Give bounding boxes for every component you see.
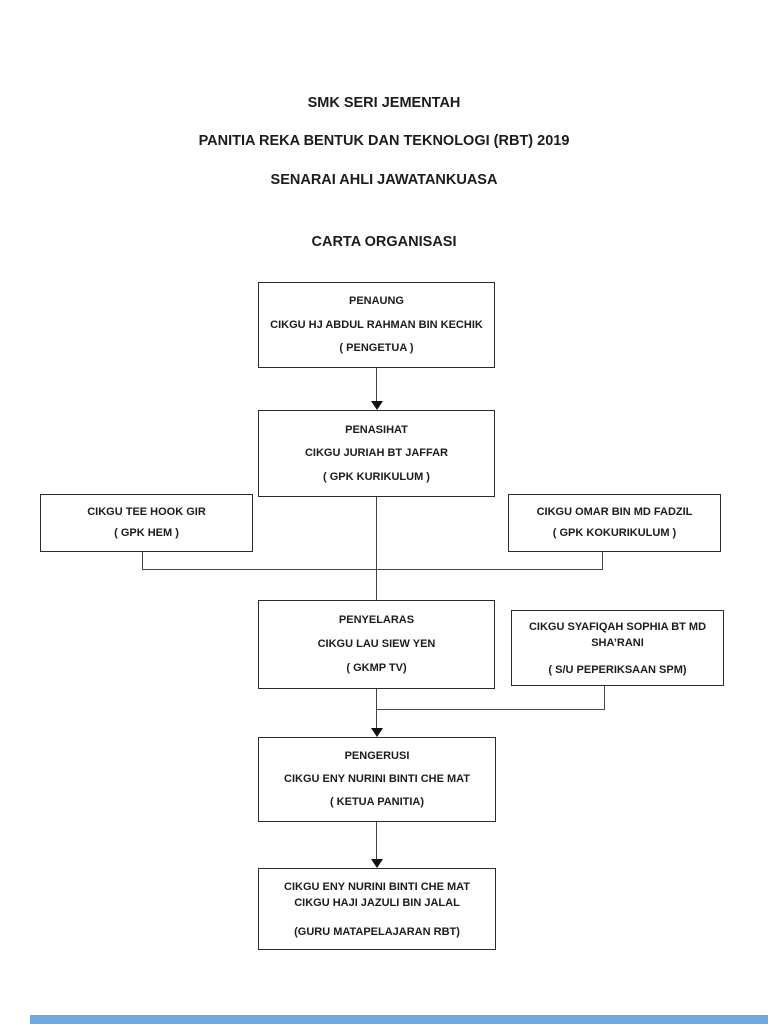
school-title: SMK SERI JEMENTAH	[307, 95, 461, 111]
box-title: PENAUNG	[348, 295, 404, 308]
box-title: PENYELARAS	[338, 614, 415, 626]
box-role: ( GPK KOKURIKULUM )	[552, 527, 677, 540]
org-box-penaung: PENAUNG CIKGU HJ ABDUL RAHMAN BIN KECHIK…	[258, 282, 495, 368]
box-name: CIKGU OMAR BIN MD FADZIL	[536, 505, 693, 518]
box-name: CIKGU TEE HOOK GIR	[87, 505, 206, 518]
box-name-line2: CIKGU HAJI JAZULI BIN JALAL	[294, 896, 460, 909]
box-name: CIKGU HJ ABDUL RAHMAN BIN KECHIK	[270, 318, 483, 331]
arrowhead-pengerusi	[371, 728, 383, 737]
box-role: (GURU MATAPELAJARAN RBT)	[294, 926, 460, 939]
box-role: ( PENGETUA )	[339, 341, 414, 354]
box-name: CIKGU JURIAH BT JAFFAR	[304, 447, 448, 459]
box-name-line2: SHA’RANI	[591, 637, 644, 650]
org-box-gpk-hem: CIKGU TEE HOOK GIR ( GPK HEM )	[40, 494, 253, 552]
box-name: CIKGU SYAFIQAH SOPHIA BT MD SHA’RANI	[516, 619, 719, 651]
panitia-title: PANITIA REKA BENTUK DAN TEKNOLOGI (RBT) …	[198, 133, 570, 149]
org-chart-heading: CARTA ORGANISASI	[311, 234, 457, 250]
box-role: ( KETUA PANITIA)	[329, 796, 425, 808]
connector-penaung-penasihat	[376, 368, 377, 402]
box-role: ( GPK HEM )	[114, 527, 179, 540]
org-box-penyelaras: PENYELARAS CIKGU LAU SIEW YEN ( GKMP TV)	[258, 600, 495, 689]
box-name-line1: CIKGU ENY NURINI BINTI CHE MAT	[284, 880, 470, 893]
box-role: ( S/U PEPERIKSAAN SPM)	[548, 663, 687, 676]
box-name: CIKGU ENY NURINI BINTI CHE MAT	[284, 773, 470, 785]
arrowhead-guru	[371, 859, 383, 868]
box-role: ( GPK KURIKULUM )	[323, 470, 430, 483]
connector-pengerusi-guru	[376, 821, 377, 859]
connector-penasihat-penyelaras	[376, 497, 377, 600]
arrowhead-penasihat	[371, 401, 383, 410]
connector-penyelaras-pengerusi	[376, 689, 377, 729]
box-title: PENGERUSI	[344, 750, 410, 762]
box-name: CIKGU LAU SIEW YEN	[317, 638, 436, 650]
connector-su-branch	[377, 686, 605, 710]
box-role: ( GKMP TV)	[346, 662, 407, 674]
org-box-penasihat: PENASIHAT CIKGU JURIAH BT JAFFAR ( GPK K…	[258, 410, 495, 497]
next-page-edge	[30, 1015, 768, 1024]
org-box-su-peperiksaan: CIKGU SYAFIQAH SOPHIA BT MD SHA’RANI ( S…	[511, 610, 724, 686]
org-box-pengerusi: PENGERUSI CIKGU ENY NURINI BINTI CHE MAT…	[258, 737, 496, 822]
box-name-line1: CIKGU SYAFIQAH SOPHIA BT MD	[528, 621, 707, 634]
connector-gpk-branch	[142, 552, 603, 570]
box-title: PENASIHAT	[345, 423, 408, 436]
senarai-subtitle: SENARAI AHLI JAWATANKUASA	[270, 172, 498, 188]
box-name: CIKGU ENY NURINI BINTI CHE MAT CIKGU HAJ…	[263, 879, 491, 911]
org-box-guru-matapelajaran: CIKGU ENY NURINI BINTI CHE MAT CIKGU HAJ…	[258, 868, 496, 950]
org-box-gpk-kokurikulum: CIKGU OMAR BIN MD FADZIL ( GPK KOKURIKUL…	[508, 494, 721, 552]
